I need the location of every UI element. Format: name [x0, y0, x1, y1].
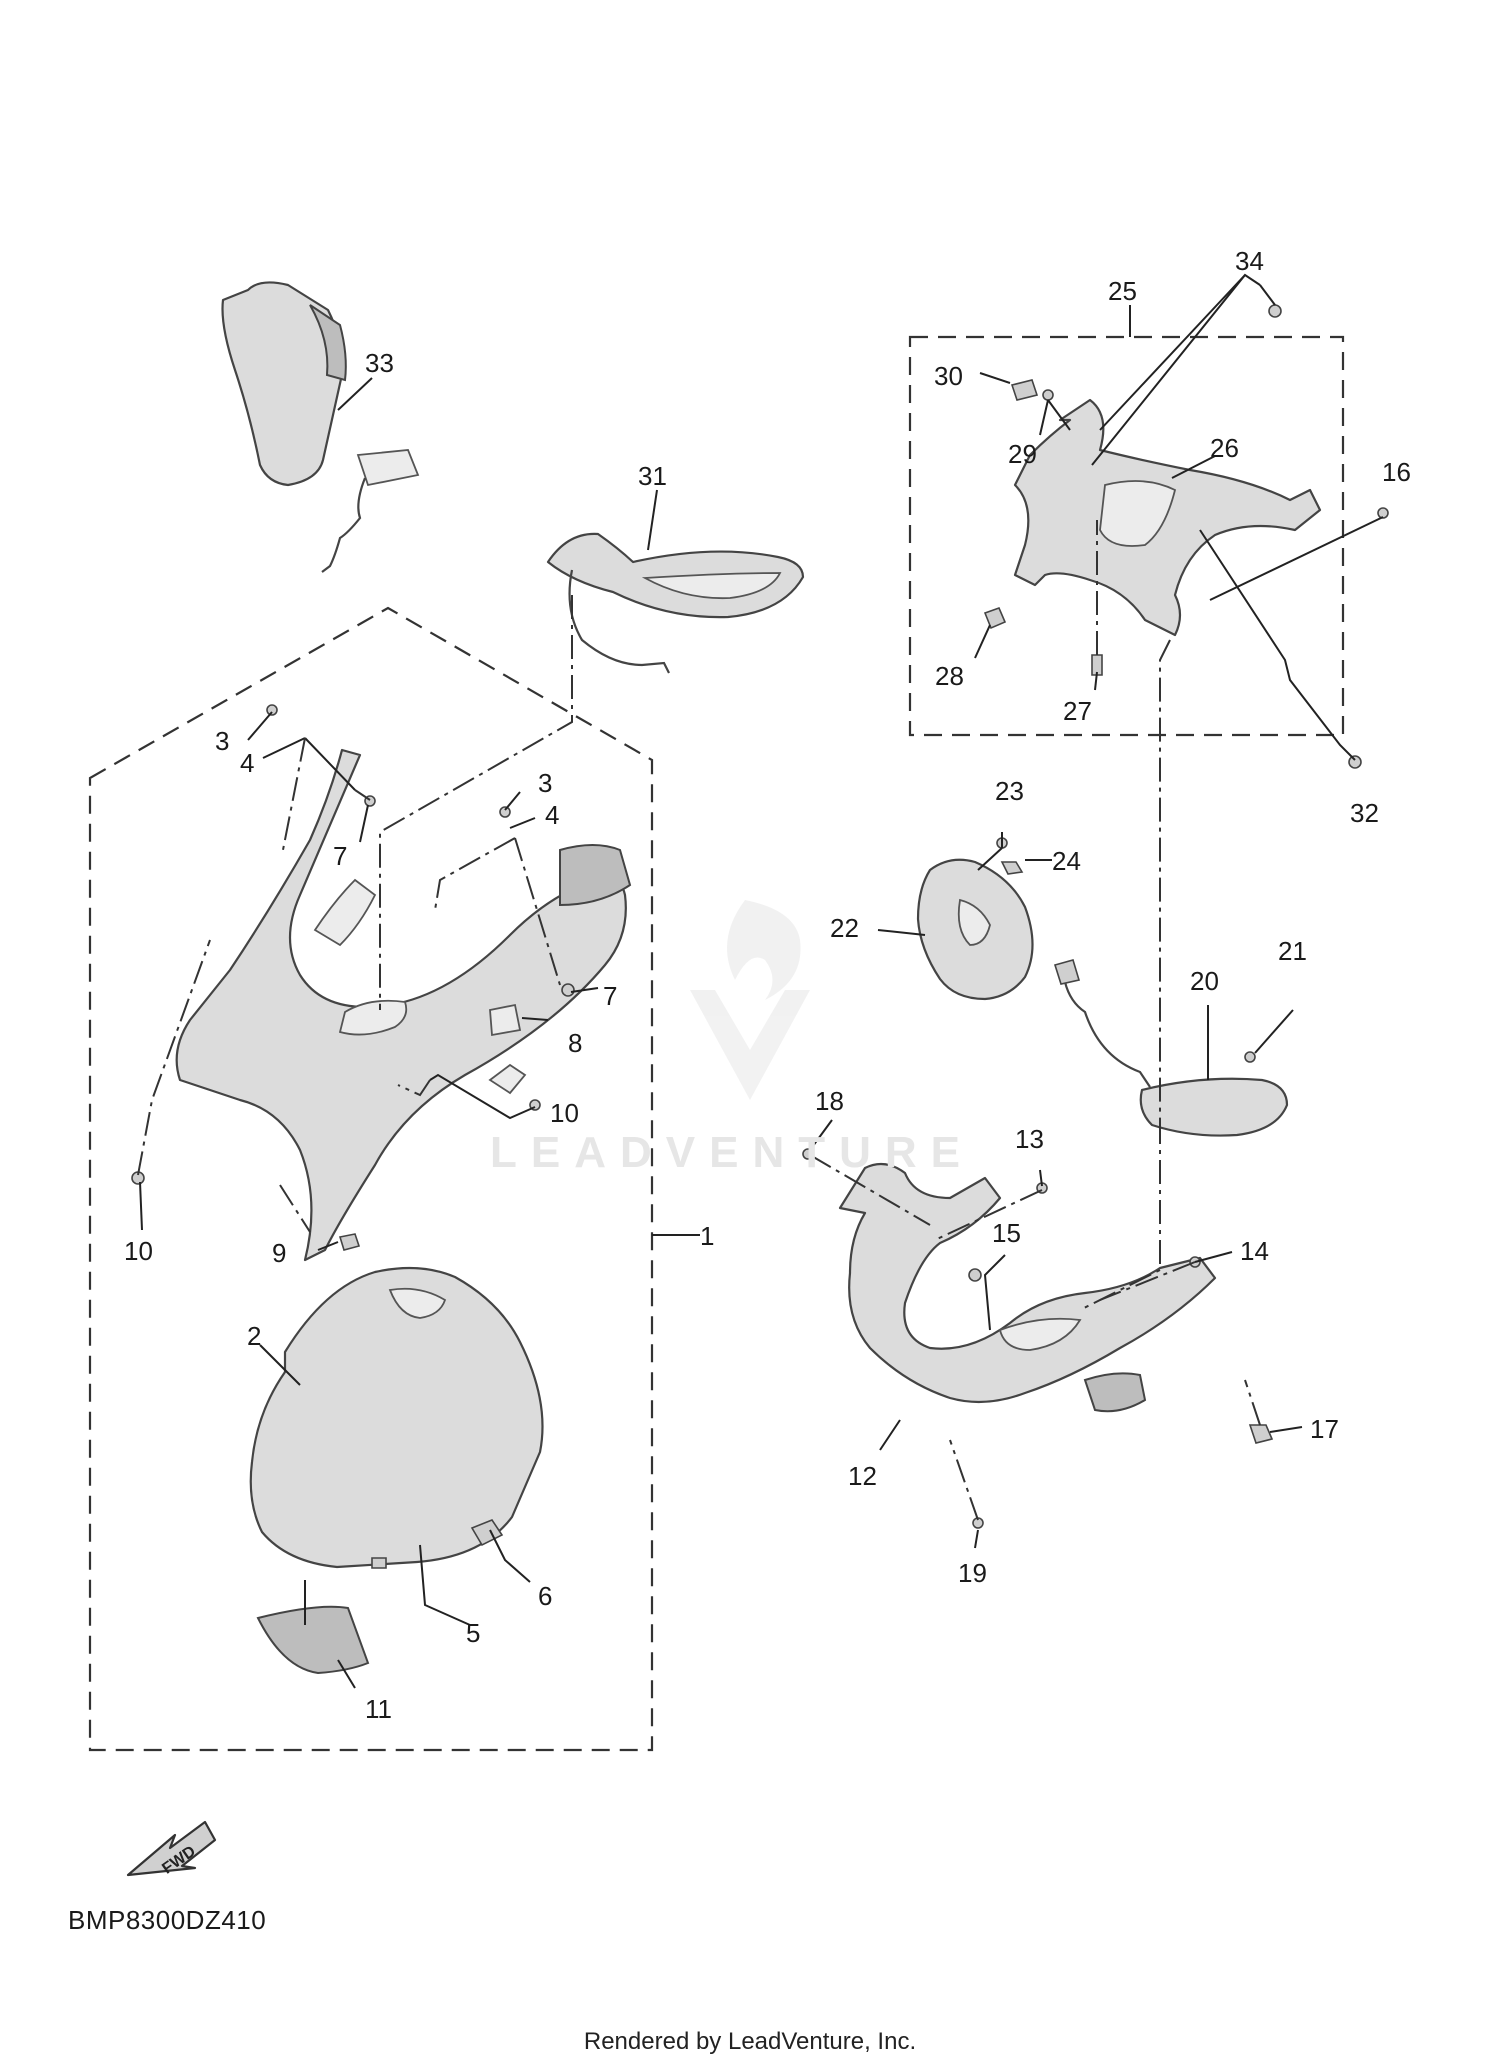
callout-15: 15	[992, 1218, 1021, 1248]
callout-4-right: 4	[545, 800, 559, 830]
callout-5: 5	[466, 1618, 480, 1648]
callout-30: 30	[934, 361, 963, 391]
callout-16: 16	[1382, 457, 1411, 487]
part-23-24-fasteners	[996, 837, 1024, 875]
small-fasteners-stay	[983, 304, 1389, 769]
part-8-clip[interactable]	[489, 1003, 522, 1037]
callout-17: 17	[1310, 1414, 1339, 1444]
callout-10-left: 10	[124, 1236, 153, 1266]
callout-14: 14	[1240, 1236, 1269, 1266]
watermark-text: LEADVENTURE	[490, 1128, 975, 1177]
callout-11: 11	[365, 1694, 392, 1724]
callout-12: 12	[848, 1461, 877, 1491]
callout-25: 25	[1108, 276, 1137, 306]
callout-18: 18	[815, 1086, 844, 1116]
part-33-mirror[interactable]	[221, 281, 420, 573]
callout-21: 21	[1278, 936, 1307, 966]
fwd-arrow: FWD	[126, 1820, 217, 1878]
part-2-windscreen[interactable]	[249, 1266, 544, 1569]
callout-1: 1	[700, 1221, 714, 1251]
watermark-logo	[690, 900, 810, 1100]
part-31-turn-signal[interactable]	[546, 532, 805, 674]
callout-4-left: 4	[240, 748, 254, 778]
callout-27: 27	[1063, 696, 1092, 726]
part-12-lower-bracket[interactable]	[838, 1162, 1217, 1413]
part-26-headlight-stay[interactable]	[1013, 398, 1322, 637]
callout-7-left: 7	[333, 841, 347, 871]
part-22-headlight[interactable]	[916, 858, 1034, 1001]
callout-6: 6	[538, 1581, 552, 1611]
render-credit: Rendered by LeadVenture, Inc.	[583, 2028, 917, 2055]
callout-8: 8	[568, 1028, 582, 1058]
callout-22: 22	[830, 913, 859, 943]
callout-28: 28	[935, 661, 964, 691]
part-20-position-light[interactable]	[1053, 959, 1289, 1137]
callout-labels: 33 31 3 4 7 3 4 7 8 10 10 9 1 2 6 5 11 2…	[124, 246, 1411, 1724]
callout-2: 2	[247, 1321, 261, 1351]
callout-13: 13	[1015, 1124, 1044, 1154]
callout-7-right: 7	[603, 981, 617, 1011]
headlight-stay-group-box	[908, 335, 1345, 737]
callout-31: 31	[638, 461, 667, 491]
callout-3-left: 3	[215, 726, 229, 756]
leader-lines	[137, 273, 1384, 1689]
callout-9: 9	[272, 1238, 286, 1268]
callout-20: 20	[1190, 966, 1219, 996]
diagram-code: BMP8300DZ410	[68, 1905, 267, 1935]
callout-29: 29	[1008, 439, 1037, 469]
callout-33: 33	[365, 348, 394, 378]
callout-24: 24	[1052, 846, 1081, 876]
part-11-trim-strip[interactable]	[256, 1605, 370, 1675]
front-cowling-group-box	[88, 606, 654, 1752]
callout-10-right: 10	[550, 1098, 579, 1128]
part-1-upper-cowling[interactable]	[175, 748, 632, 1262]
callout-23: 23	[995, 776, 1024, 806]
callout-32: 32	[1350, 798, 1379, 828]
part-9-nut[interactable]	[338, 1233, 361, 1251]
callout-19: 19	[958, 1558, 987, 1588]
callout-26: 26	[1210, 433, 1239, 463]
callout-3-right: 3	[538, 768, 552, 798]
callout-34: 34	[1235, 246, 1264, 276]
